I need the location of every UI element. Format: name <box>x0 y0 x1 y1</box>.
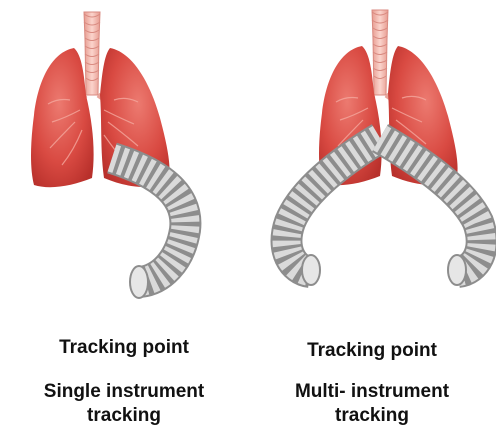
tracking-point-label: Tracking point <box>248 339 496 363</box>
single-instrument-panel: Tracking point Single instrument trackin… <box>0 0 248 432</box>
tracking-mode-line1: Single instrument <box>0 380 248 404</box>
instrument-tube-right <box>380 138 482 285</box>
single-instrument-illustration <box>0 0 248 310</box>
tracking-mode-line2: tracking <box>248 404 496 428</box>
multi-instrument-panel: Tracking point Multi- instrument trackin… <box>248 0 496 432</box>
tracking-mode-label: Single instrument tracking <box>0 380 248 428</box>
tracking-mode-line2: tracking <box>0 404 248 428</box>
instrument-tube-left <box>287 138 380 285</box>
tracking-mode-label: Multi- instrument tracking <box>248 380 496 428</box>
tracking-mode-line1: Multi- instrument <box>248 380 496 404</box>
tracking-point-label: Tracking point <box>0 336 248 360</box>
multi-instrument-illustration <box>248 0 496 310</box>
left-lung <box>31 48 94 187</box>
